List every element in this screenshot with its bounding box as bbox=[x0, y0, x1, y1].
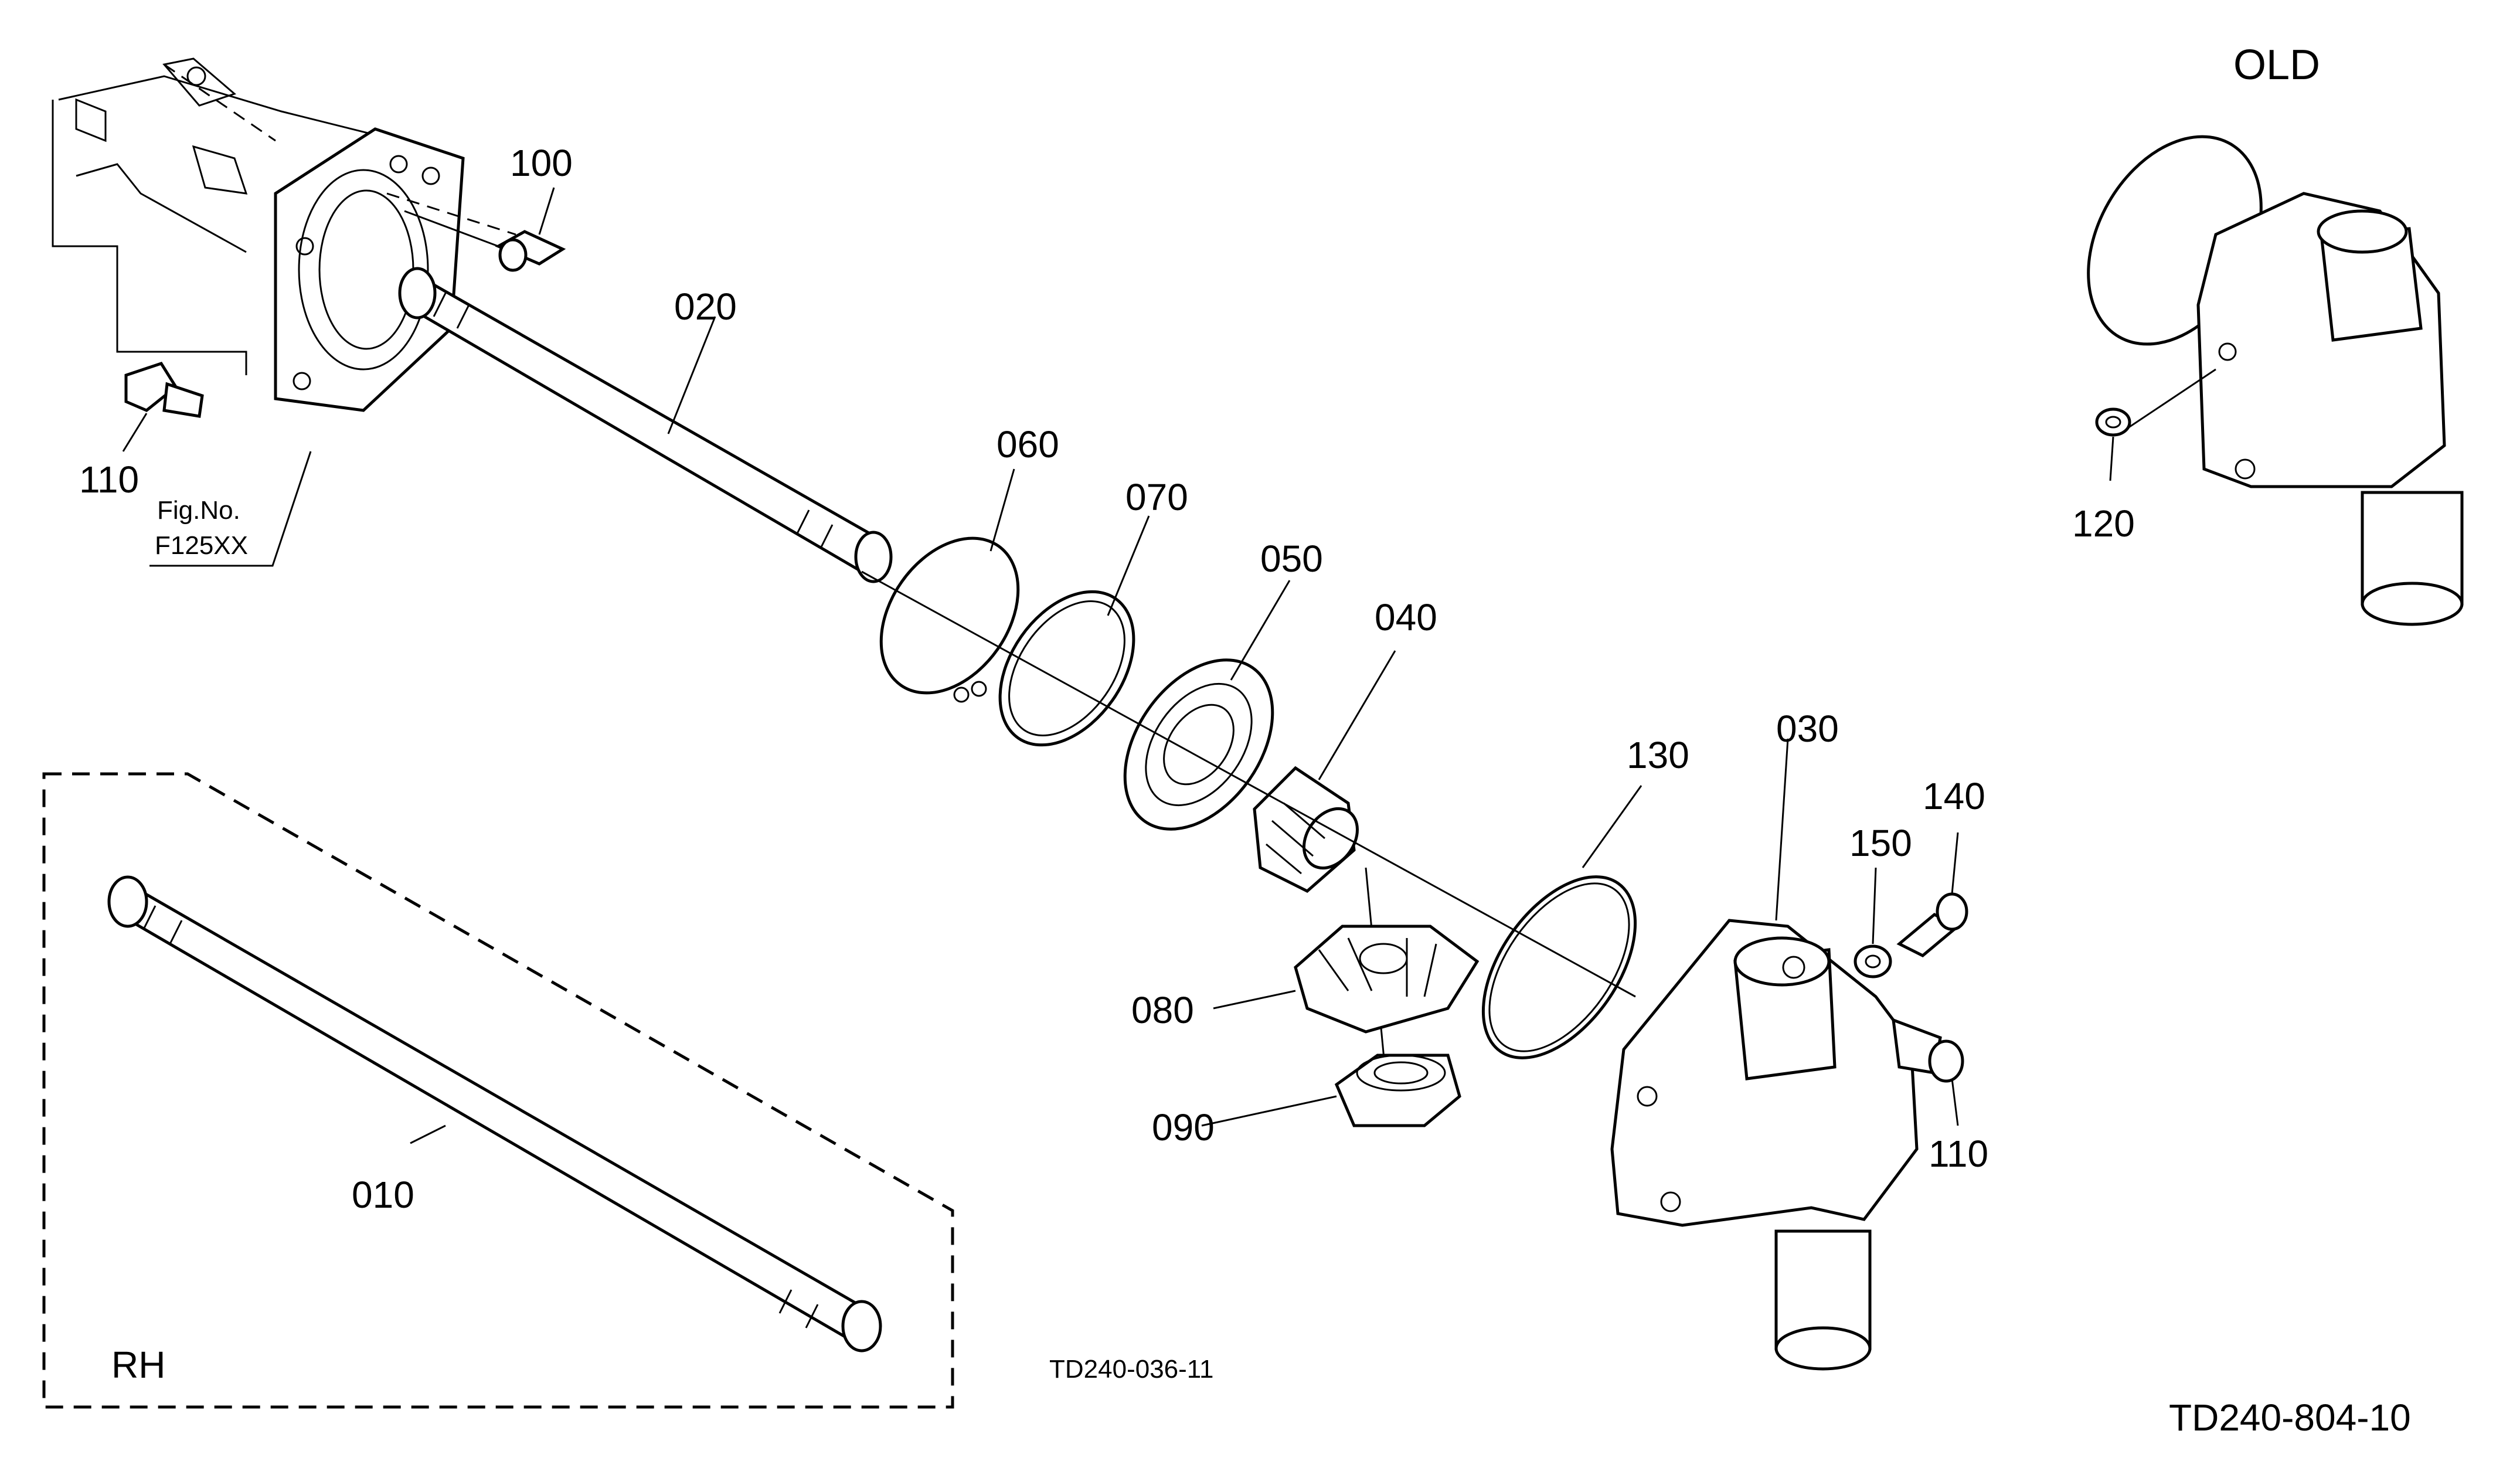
page-code: TD240-804-10 bbox=[2169, 1396, 2411, 1439]
rh-variant-frame bbox=[42, 772, 954, 1409]
bevel-gear-080 bbox=[1213, 925, 1480, 1034]
callout-110-right: 110 bbox=[1929, 1133, 1988, 1175]
ball-bearing-050 bbox=[1123, 580, 1291, 831]
axle-shaft-010-rh bbox=[107, 875, 882, 1353]
callout-130: 130 bbox=[1627, 734, 1689, 776]
callout-030: 030 bbox=[1776, 708, 1839, 750]
snap-ring-060 bbox=[879, 468, 1020, 703]
callout-040: 040 bbox=[1375, 596, 1437, 638]
callout-120: 120 bbox=[2072, 502, 2135, 545]
callout-150: 150 bbox=[1849, 822, 1912, 864]
dowel-pin-100 bbox=[404, 187, 566, 272]
drawing-code: TD240-036-11 bbox=[1049, 1355, 1213, 1384]
plug-120 bbox=[2095, 407, 2131, 481]
axle-shaft-020 bbox=[398, 267, 893, 583]
callout-140: 140 bbox=[1923, 775, 1985, 817]
callout-090: 090 bbox=[1152, 1106, 1215, 1148]
bearing-090 bbox=[1201, 1054, 1461, 1127]
callout-020: 020 bbox=[674, 286, 737, 328]
old-gear-case bbox=[2087, 135, 2464, 626]
drain-plug-110-right bbox=[1892, 1018, 1964, 1126]
callout-070: 070 bbox=[1125, 476, 1188, 518]
callout-110-left: 110 bbox=[79, 458, 139, 501]
bevel-pinion-gear-040 bbox=[1253, 650, 1396, 893]
drain-plug-110-left bbox=[122, 362, 204, 452]
fig-ref-line1: Fig.No. bbox=[157, 496, 240, 525]
callout-060: 060 bbox=[997, 423, 1059, 465]
callout-080: 080 bbox=[1131, 989, 1194, 1031]
bolt-140 bbox=[1896, 832, 1968, 957]
fig-ref-leader bbox=[149, 451, 312, 567]
old-variant-label: OLD bbox=[2233, 42, 2320, 89]
o-ring-130 bbox=[1481, 785, 1642, 1059]
axle-housing-flange bbox=[52, 57, 516, 412]
callout-100: 100 bbox=[510, 142, 573, 184]
retaining-ring-070 bbox=[998, 515, 1150, 747]
fig-ref-line2: F125XX bbox=[155, 531, 248, 560]
assembly-axis-line bbox=[861, 570, 1636, 998]
nut-150 bbox=[1854, 867, 1892, 978]
callout-010: 010 bbox=[352, 1174, 414, 1216]
front-gear-case-030 bbox=[1610, 738, 1919, 1371]
callout-050: 050 bbox=[1260, 538, 1323, 580]
rh-variant-label: RH bbox=[111, 1344, 165, 1386]
